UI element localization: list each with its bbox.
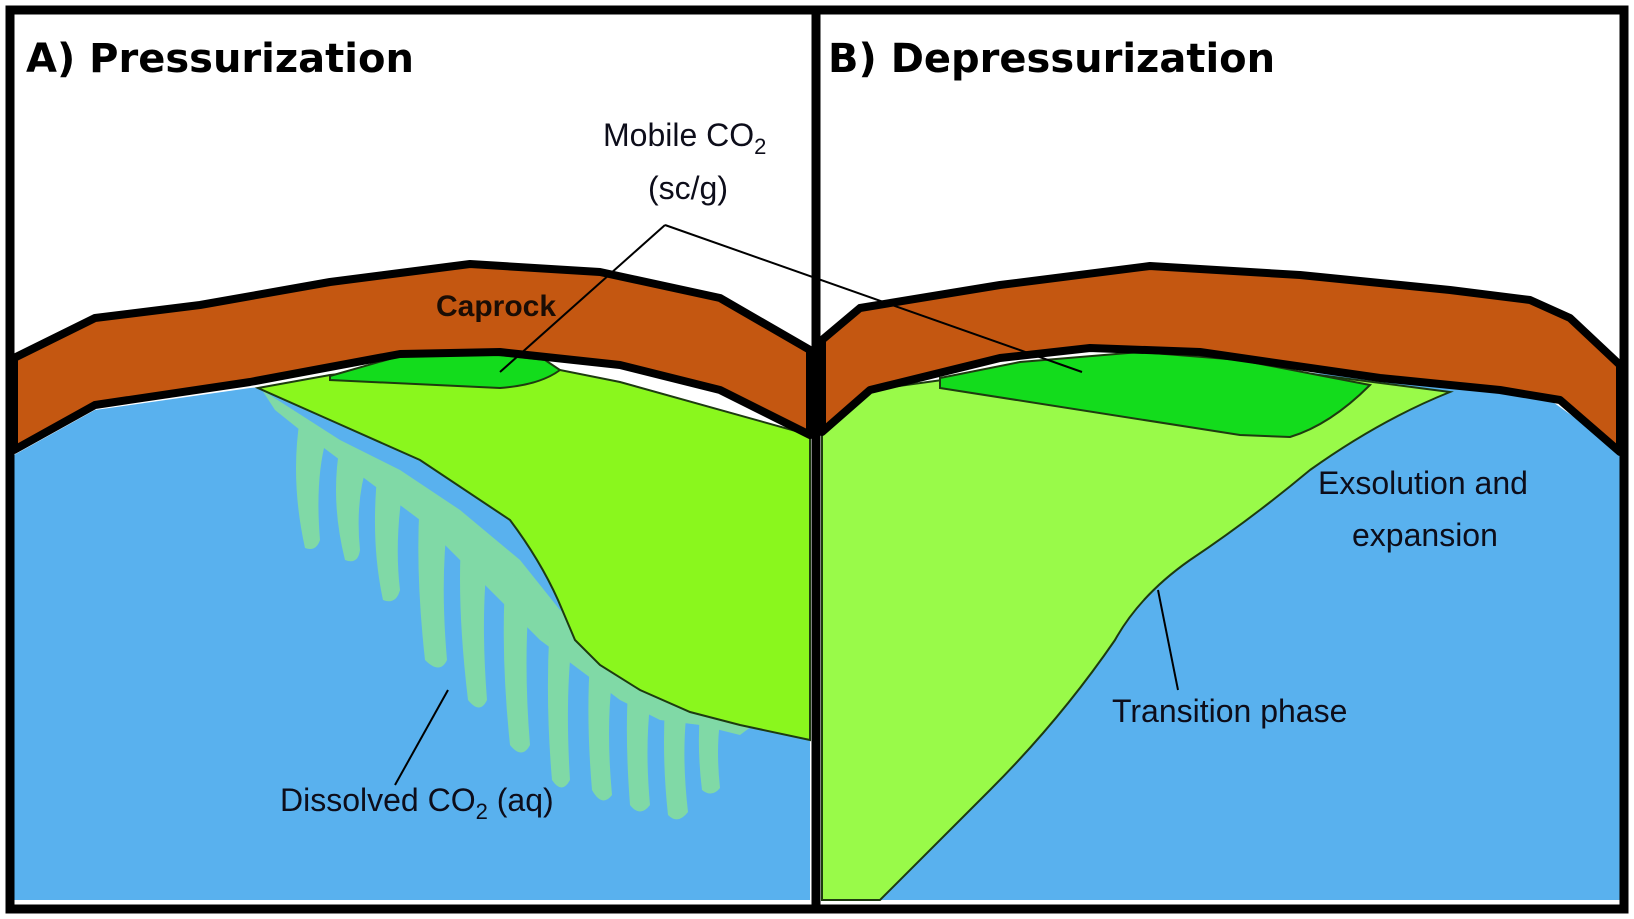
mobile-co2-label: Mobile CO2 (603, 117, 766, 159)
panel-b-transition-phase (821, 354, 1454, 901)
panel-a (10, 260, 814, 900)
dissolved-main: Dissolved CO (280, 782, 476, 818)
dissolved-sub: 2 (476, 799, 488, 824)
panel-a-title: A) Pressurization (26, 36, 414, 82)
mobile-co2-sub: 2 (754, 134, 766, 159)
leader-transition (1157, 589, 1179, 691)
exsolution-label-line2: expansion (1352, 517, 1498, 553)
transition-phase-label: Transition phase (1112, 693, 1347, 729)
caprock-label: Caprock (436, 290, 556, 323)
dissolved-co2-label: Dissolved CO2 (aq) (280, 782, 554, 824)
mobile-co2-main: Mobile CO (603, 117, 754, 153)
panel-b (818, 262, 1624, 901)
leader-lines (394, 224, 1179, 786)
panel-a-caprock (10, 260, 814, 454)
dissolved-suffix: (aq) (488, 782, 554, 818)
panel-a-co2-plume (254, 356, 811, 742)
panel-b-title: B) Depressurization (828, 36, 1275, 82)
leader-mobile-b (664, 224, 1083, 373)
exsolution-label-line1: Exsolution and (1318, 465, 1528, 501)
leader-mobile-a (499, 224, 666, 373)
mobile-co2-phase: (sc/g) (648, 170, 728, 206)
panel-a-dissolved-fingers (262, 390, 760, 820)
leader-dissolved (394, 689, 449, 786)
